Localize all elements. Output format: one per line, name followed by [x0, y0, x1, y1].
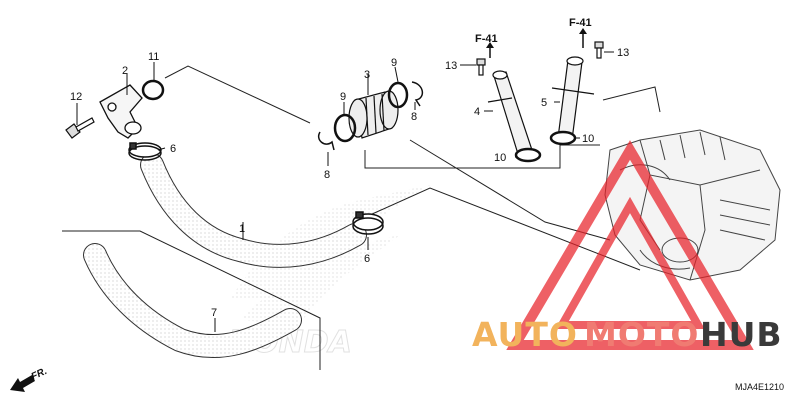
watermark-moto: MOTO — [584, 315, 699, 354]
bolt-13 — [476, 58, 486, 76]
ref-f41-right: F-41 — [569, 17, 592, 29]
callout-11: 11 — [148, 51, 159, 63]
coupler-3 — [348, 90, 399, 139]
o-ring-9 — [387, 81, 409, 109]
callout-10: 10 — [494, 152, 506, 164]
watermark-auto: AUTO — [472, 315, 578, 354]
callout-12: 12 — [70, 91, 82, 103]
o-ring-9 — [333, 113, 357, 143]
callout-10: 10 — [582, 133, 594, 145]
hose-clamp — [128, 142, 162, 161]
callout-6: 6 — [364, 253, 370, 265]
bolt-12 — [65, 117, 95, 139]
callout-8: 8 — [324, 169, 330, 181]
hose-7 — [83, 243, 302, 359]
direction-label: FR. — [30, 366, 49, 383]
clip-8 — [318, 131, 335, 151]
ref-f41-left: F-41 — [475, 33, 498, 45]
callout-4: 4 — [474, 106, 480, 118]
clip-8 — [411, 81, 424, 107]
callout-6: 6 — [170, 143, 176, 155]
callout-7: 7 — [211, 307, 217, 319]
hose-1 — [140, 153, 367, 268]
callout-9: 9 — [340, 91, 346, 103]
water-pipe-4 — [487, 70, 533, 155]
o-ring-11 — [141, 79, 165, 101]
bolt-13 — [594, 41, 604, 59]
callout-13: 13 — [445, 60, 457, 72]
callout-13: 13 — [617, 47, 629, 59]
hose-clamp — [352, 211, 384, 235]
seal-10 — [549, 130, 577, 146]
callout-8: 8 — [411, 111, 417, 123]
callout-3: 3 — [364, 69, 370, 81]
watermark-hub: HUB — [700, 315, 783, 354]
callout-9: 9 — [391, 57, 397, 69]
flange-joint — [99, 84, 143, 139]
callout-ticks — [76, 51, 614, 332]
front-arrow-icon — [10, 375, 35, 392]
diagram-code: MJA4E1210 — [735, 382, 784, 392]
ref-arrowhead-right — [579, 28, 587, 34]
callout-2: 2 — [122, 65, 128, 77]
ref-arrowhead-left — [486, 42, 494, 48]
watermark-triangle — [506, 140, 754, 350]
water-pipe-5 — [551, 56, 595, 141]
callout-5: 5 — [541, 97, 547, 109]
seal-10 — [514, 147, 542, 163]
callout-1: 1 — [239, 223, 245, 235]
